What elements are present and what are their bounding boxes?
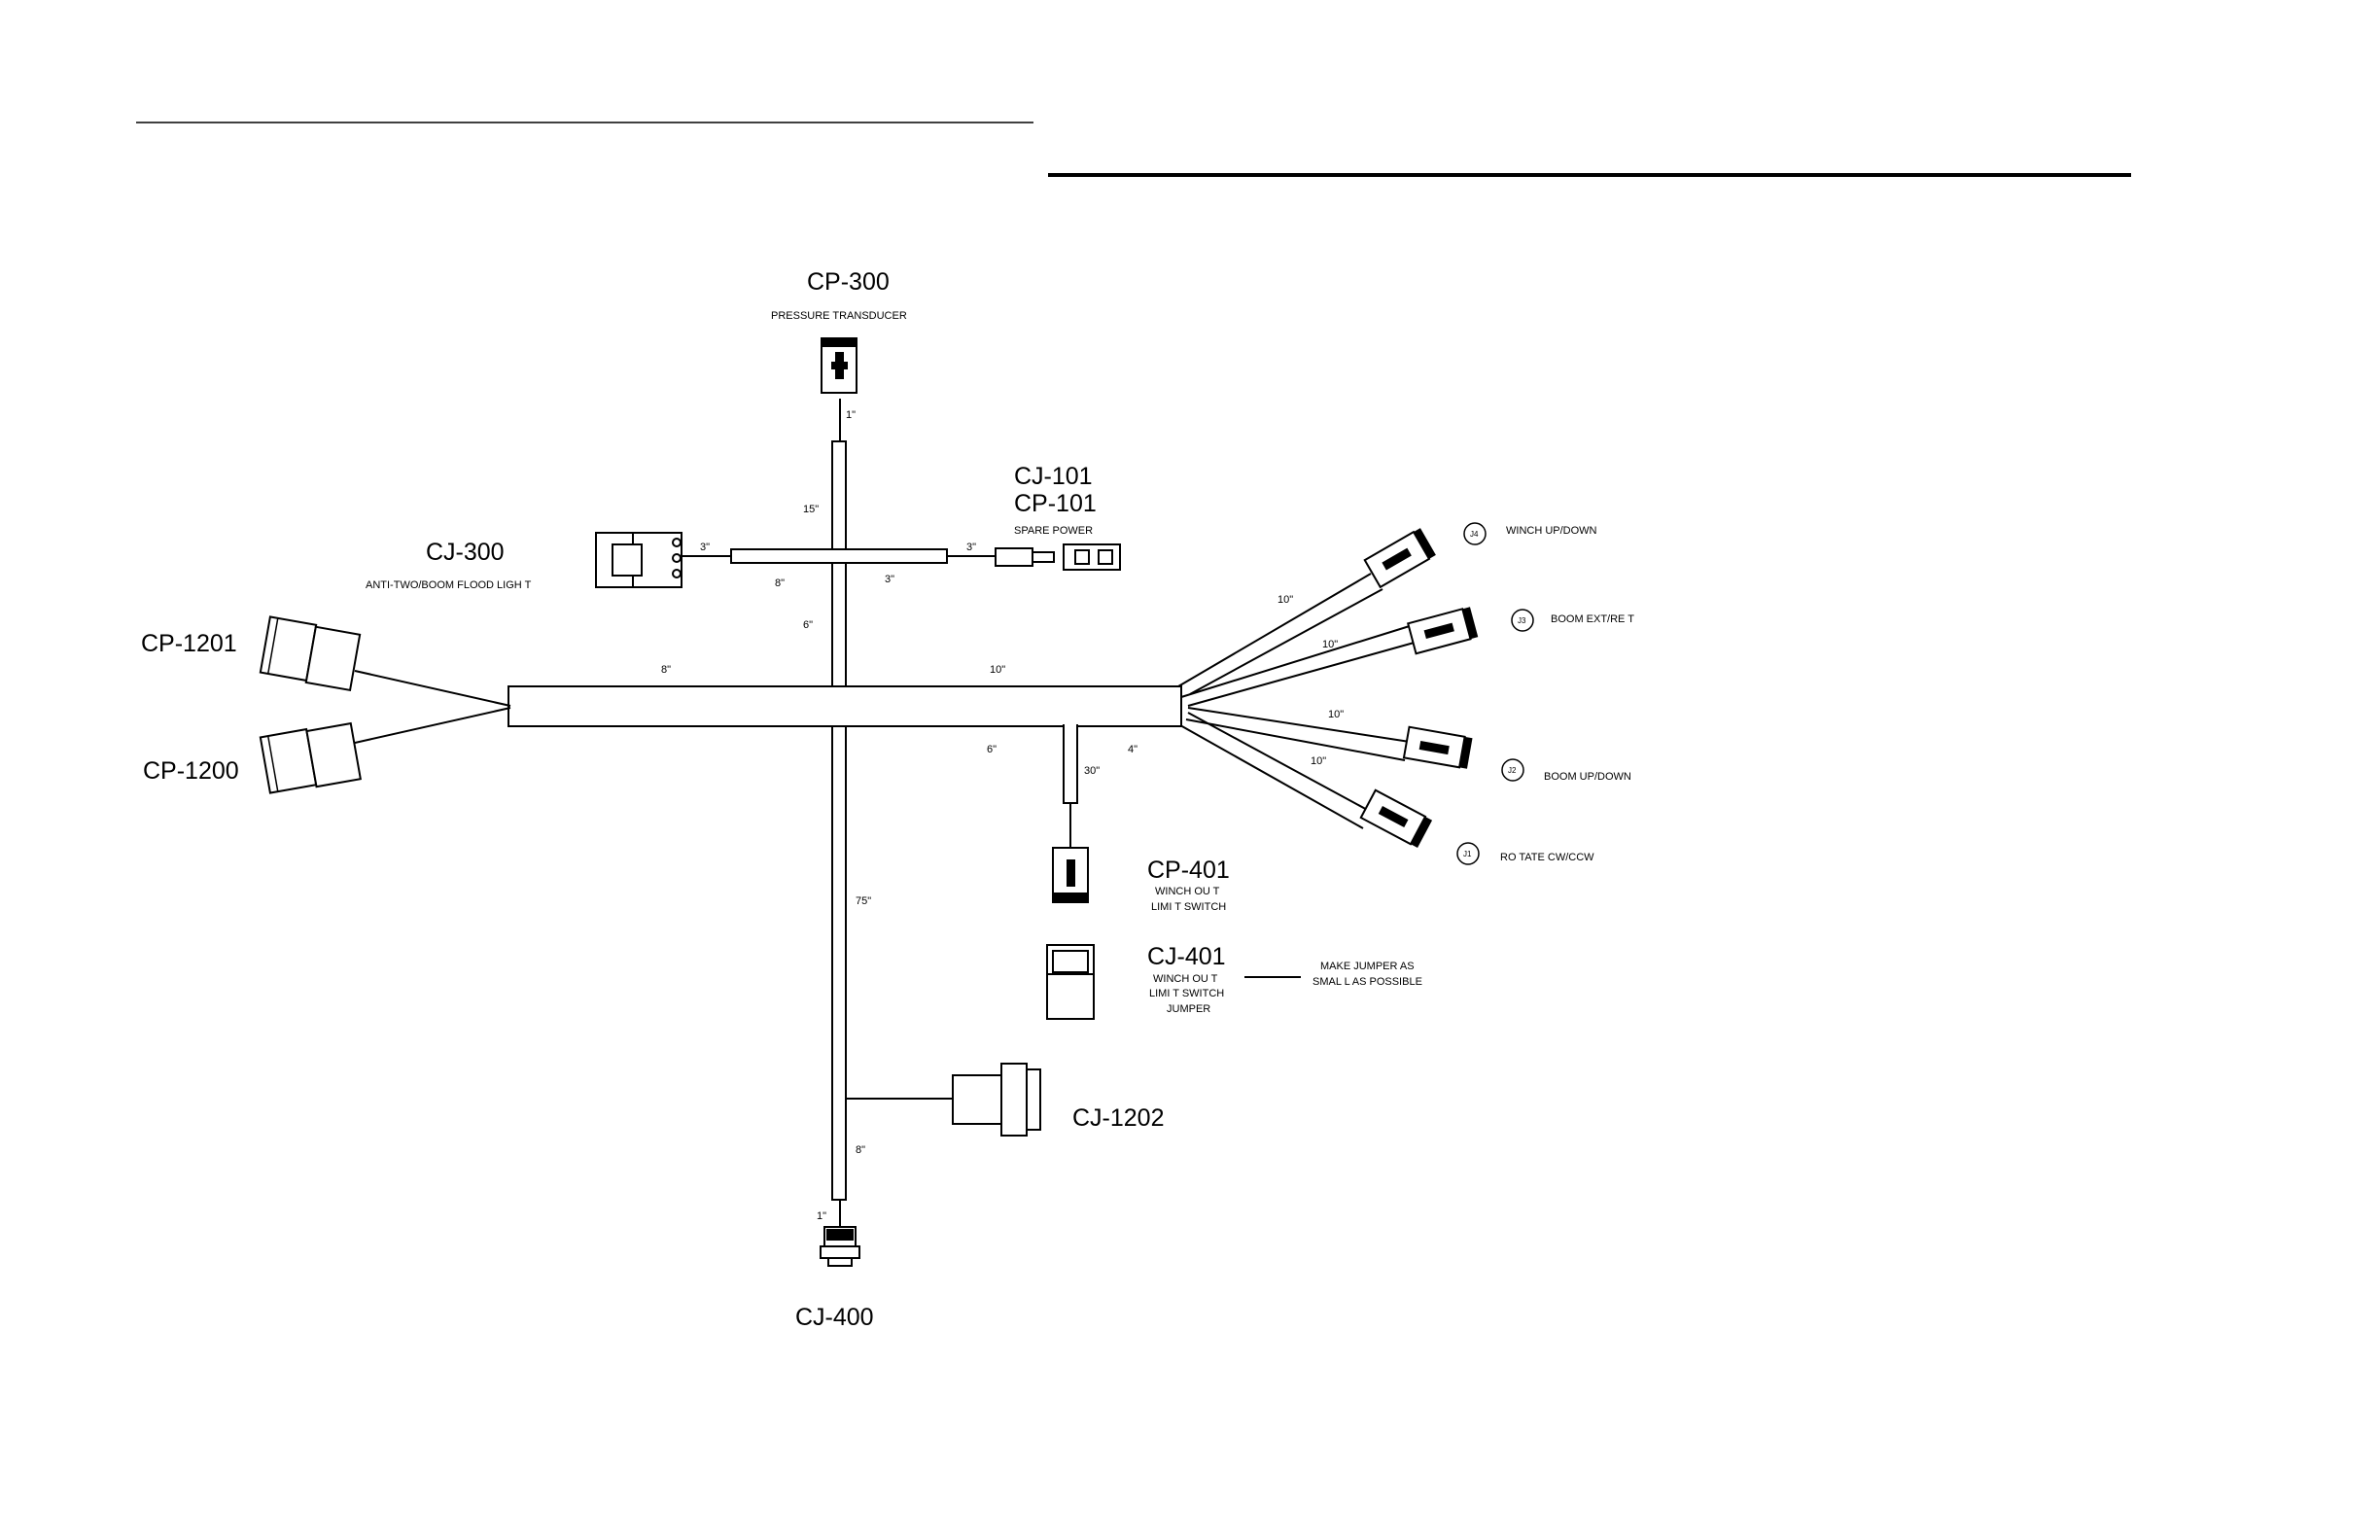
cp401-desc-1: WINCH OU T (1155, 886, 1220, 897)
dim-lower-right: 4" (1128, 744, 1138, 755)
j1-tag: J1 (1463, 850, 1472, 858)
cj300-connector (595, 532, 682, 588)
cj400-connector (820, 1226, 860, 1267)
cj300-desc: ANTI-TWO/BOOM FLOOD LIGH T (366, 579, 532, 591)
dim-bottom: 8" (856, 1144, 865, 1156)
j2-tag-circle (1501, 758, 1524, 782)
j1-connector (1359, 788, 1433, 848)
cp300-connector (821, 337, 858, 394)
cj401-label: CJ-401 (1147, 943, 1226, 970)
cj401-connector (1046, 944, 1095, 1020)
dim-cp300: 1" (846, 409, 856, 421)
j3-tag: J3 (1518, 616, 1526, 625)
dim-cp401: 30" (1084, 765, 1100, 777)
cp1201-label: CP-1201 (141, 630, 237, 657)
dim-j4: 10" (1278, 594, 1293, 606)
cp1201-connector (259, 615, 362, 692)
dim-j2: 10" (1328, 709, 1344, 720)
j3-connector (1407, 607, 1479, 655)
cj300-label: CJ-300 (426, 539, 505, 566)
cp300-desc: PRESSURE TRANSDUCER (771, 310, 907, 322)
dim-right-stub: 3" (885, 574, 894, 585)
dim-down-long: 75" (856, 895, 871, 907)
cp401-connector (1052, 847, 1089, 903)
note-line-2: SMAL L AS POSSIBLE (1312, 976, 1422, 988)
j2-tag: J2 (1508, 766, 1517, 775)
j1-tag-circle (1456, 842, 1480, 865)
cj401-desc-1: WINCH OU T (1153, 973, 1218, 985)
cj401-desc-2: LIMI T SWITCH (1149, 988, 1224, 999)
j4-tag-circle (1463, 522, 1487, 545)
cp300-label: CP-300 (807, 268, 890, 296)
cp401-drop (1063, 724, 1078, 804)
cj101-label: CJ-101 (1014, 463, 1093, 490)
j2-desc: BOOM UP/DOWN (1544, 771, 1631, 783)
fanout-wires (1177, 573, 1418, 829)
dim-j1: 10" (1311, 755, 1326, 767)
cj1202-label: CJ-1202 (1072, 1104, 1165, 1132)
dim-down-short: 6" (803, 619, 813, 631)
dim-main-right: 10" (990, 664, 1005, 676)
dim-left-branch: 3" (700, 542, 710, 553)
note-line-1: MAKE JUMPER AS (1320, 961, 1415, 972)
j1-desc: RO TATE CW/CCW (1500, 852, 1594, 863)
cp1200-connector (259, 721, 362, 794)
dim-left-stub: 8" (775, 578, 785, 589)
cp1200-label: CP-1200 (143, 757, 239, 785)
cp401-label: CP-401 (1147, 857, 1230, 884)
dim-j3: 10" (1322, 639, 1338, 650)
cj101-connector (995, 543, 1121, 571)
j2-connector (1402, 725, 1473, 769)
cj400-label: CJ-400 (795, 1304, 874, 1331)
left-wires (354, 670, 511, 744)
dim-cj400: 1" (817, 1210, 826, 1222)
dim-main-left: 8" (661, 664, 671, 676)
dim-up: 15" (803, 504, 819, 515)
j3-tag-circle (1511, 609, 1534, 632)
dim-lower-left: 6" (987, 744, 997, 755)
cj101-desc: SPARE POWER (1014, 525, 1093, 537)
cp401-desc-2: LIMI T SWITCH (1151, 901, 1226, 913)
cj1202-connector (952, 1063, 1041, 1137)
j4-desc: WINCH UP/DOWN (1506, 525, 1597, 537)
j4-connector (1363, 528, 1436, 589)
j3-desc: BOOM EXT/RE T (1551, 613, 1634, 625)
cj401-desc-3: JUMPER (1167, 1003, 1210, 1015)
j4-tag: J4 (1470, 530, 1479, 539)
cp101-label: CP-101 (1014, 490, 1097, 517)
dim-right-branch: 3" (966, 542, 976, 553)
